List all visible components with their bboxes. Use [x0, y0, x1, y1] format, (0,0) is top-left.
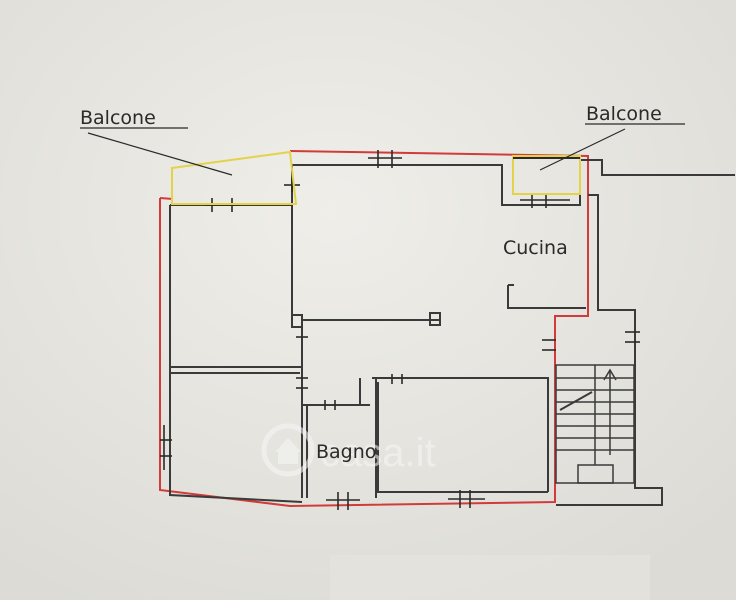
balcony-right-outline — [512, 155, 581, 195]
balcony-left-label: Balcone — [80, 107, 156, 129]
kitchen-label: Cucina — [503, 237, 568, 259]
property-outline — [159, 150, 589, 508]
bathroom-label: Bagno — [316, 441, 376, 463]
label-leaders — [80, 123, 685, 176]
balcony-right-label: Balcone — [586, 103, 662, 125]
balcony-left-outline — [171, 150, 298, 205]
interior-walls — [170, 165, 586, 498]
paper-smudge — [330, 555, 650, 600]
watermark: casa.it — [261, 423, 436, 477]
house-logo-icon — [261, 423, 315, 477]
watermark-text: casa.it — [320, 431, 436, 475]
staircase — [555, 364, 635, 484]
